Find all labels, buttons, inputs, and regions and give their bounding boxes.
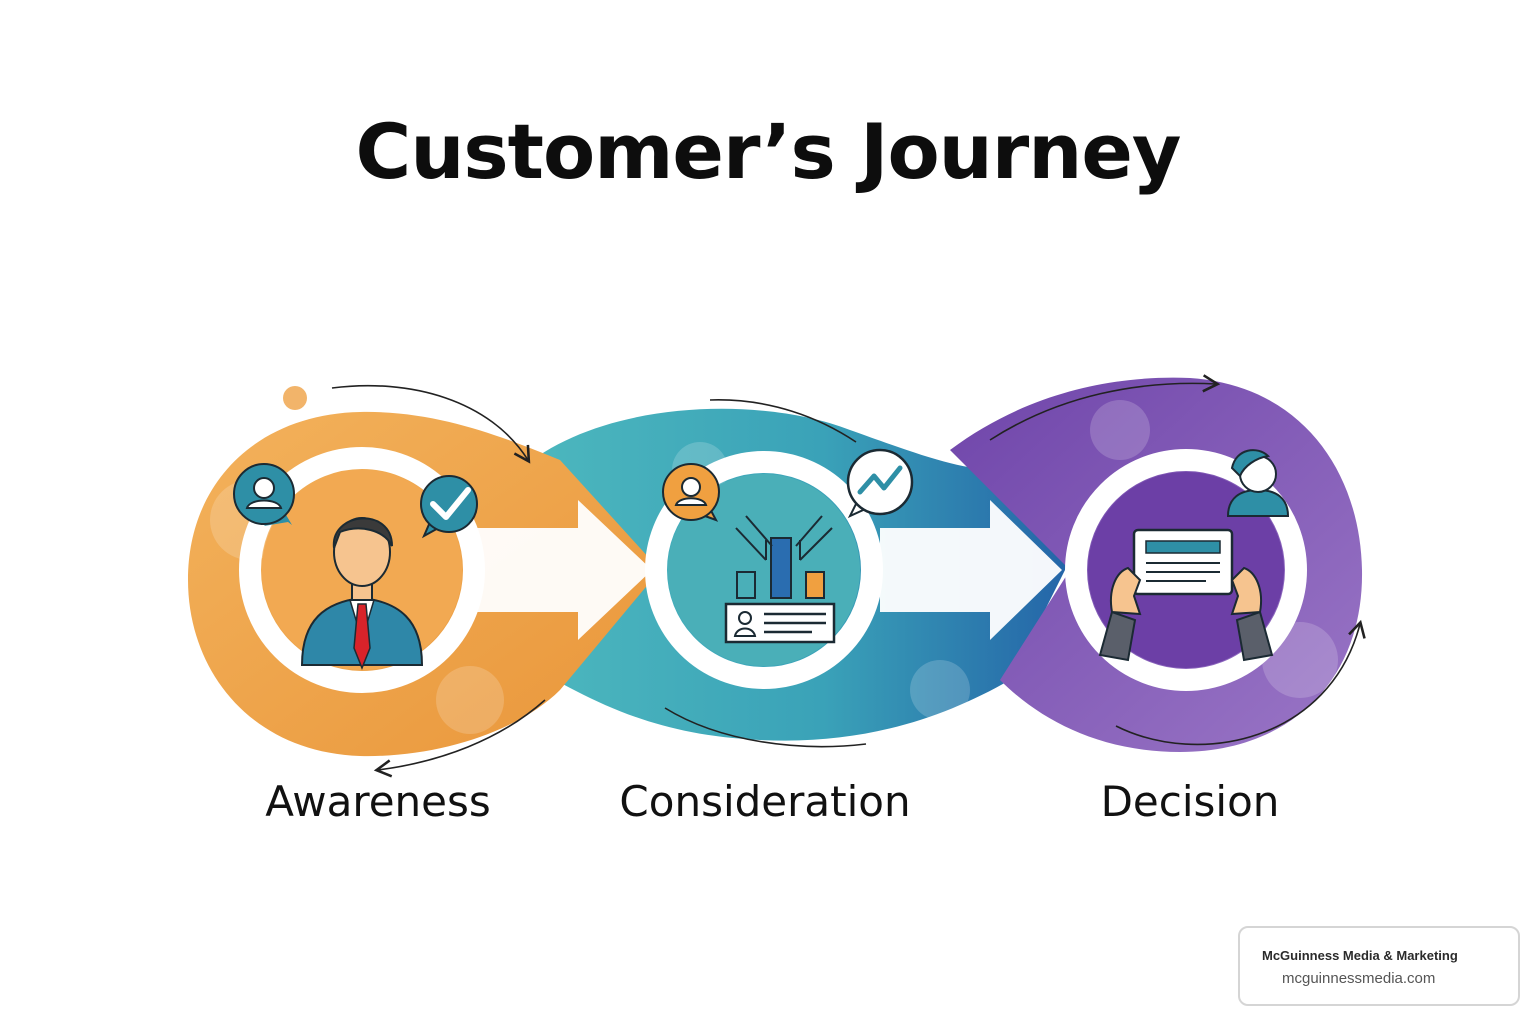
- check-bubble-icon: [420, 475, 478, 539]
- page-title: Customer’s Journey: [355, 107, 1182, 196]
- awareness-ring: [239, 447, 485, 693]
- bar-chart-icon: [735, 515, 833, 599]
- brand-url: mcguinnessmedia.com: [1282, 970, 1436, 987]
- decision-ring: [1065, 449, 1307, 691]
- profile-card-icon: [724, 602, 836, 644]
- stage-label-awareness: Awareness: [265, 777, 491, 826]
- tablet-in-hands-icon: [1098, 528, 1274, 662]
- brand-name: McGuinness Media & Marketing: [1262, 948, 1458, 963]
- decor-dot: [283, 386, 307, 410]
- flow-arrows: [331, 374, 1366, 778]
- user-bubble-icon: [1226, 449, 1290, 517]
- brand-card: McGuinness Media & Marketing mcguinnessm…: [1238, 926, 1520, 1006]
- businessman-icon: [300, 517, 424, 671]
- stage-label-consideration: Consideration: [619, 777, 911, 826]
- stage-label-decision: Decision: [1100, 777, 1280, 826]
- person-icon: [233, 463, 295, 526]
- person-icon: [662, 463, 720, 522]
- arrow-awareness-to-consideration: [470, 500, 652, 640]
- trend-bubble-icon: [846, 448, 914, 519]
- consideration-ring: [645, 451, 883, 689]
- arrow-consideration-to-decision: [880, 500, 1062, 640]
